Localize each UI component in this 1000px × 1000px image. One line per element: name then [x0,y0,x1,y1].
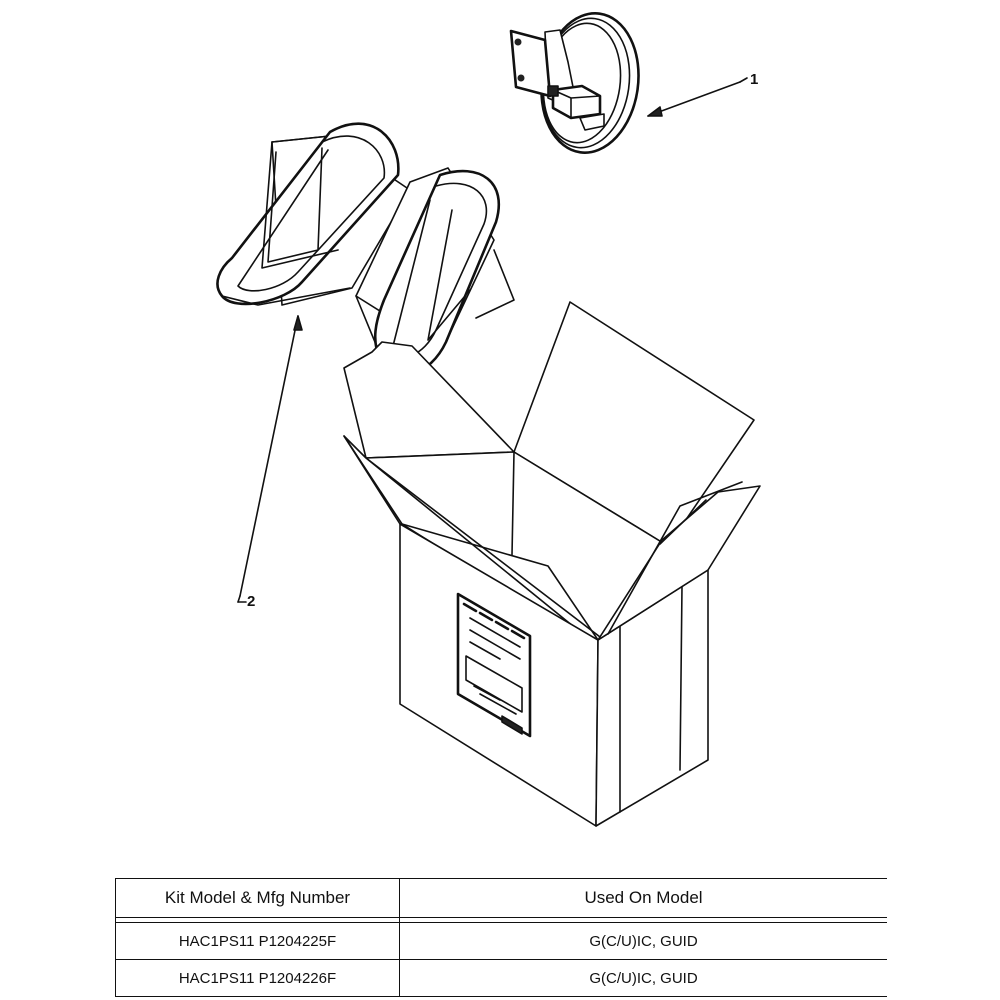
kit-model-table: Kit Model & Mfg Number Used On Model HAC… [115,878,887,997]
table-row: HAC1PS11 P1204226F G(C/U)IC, GUID [115,959,887,997]
callout-1-label: 1 [750,71,758,88]
part-1-pressure-switch [509,12,640,154]
column-header-used-on-model: Used On Model [399,878,887,918]
table-row: HAC1PS11 P1204225F G(C/U)IC, GUID [115,922,887,960]
part-2-filter-left [216,122,411,306]
part-2-filter-right [355,167,515,377]
shipping-carton [343,301,761,827]
table-header-row: Kit Model & Mfg Number Used On Model [115,878,887,918]
used-on-model-cell: G(C/U)IC, GUID [399,922,887,960]
callout-2-leader [237,315,303,603]
column-header-kit-model: Kit Model & Mfg Number [115,878,400,918]
callout-1-leader [647,77,748,117]
kit-model-cell: HAC1PS11 P1204226F [115,959,400,997]
exploded-parts-diagram: 1 2 [216,12,761,827]
used-on-model-cell: G(C/U)IC, GUID [399,959,887,997]
kit-model-cell: HAC1PS11 P1204225F [115,922,400,960]
callout-2-label: 2 [247,593,255,610]
